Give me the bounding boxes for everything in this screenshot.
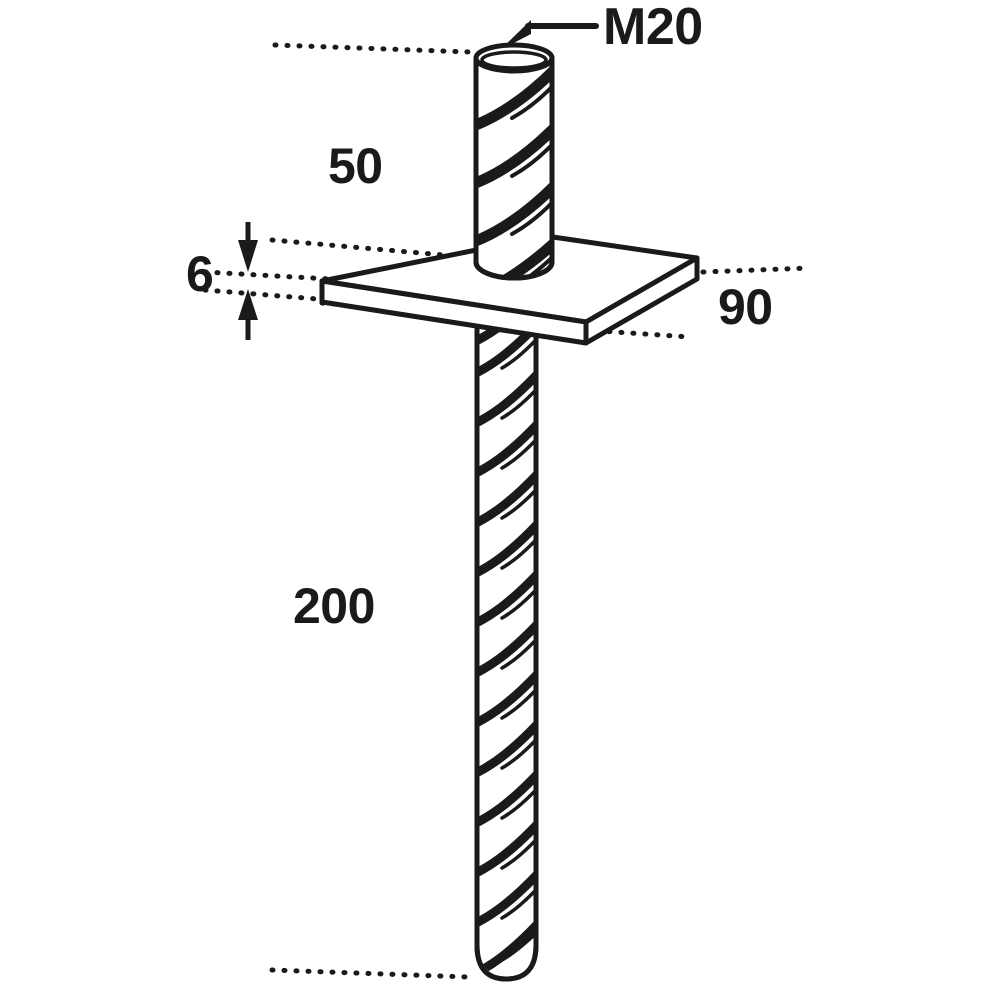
dim-6-arrows: [238, 222, 258, 340]
extension-line-plate-top: [269, 237, 481, 261]
extension-line-bottom: [269, 967, 471, 980]
thread-hatch-lower: [479, 262, 534, 976]
threaded-rod-upper: [473, 42, 555, 281]
m20-leader: [500, 20, 599, 50]
arrow-down-icon: [238, 240, 258, 272]
dimension-label-plate-thickness: 6: [186, 246, 214, 302]
extension-line-90-upper: [700, 265, 813, 275]
m20-leader-arrow-icon: [500, 20, 531, 50]
dimension-label-thread-spec: M20: [603, 0, 703, 56]
extension-line-6-upper: [202, 269, 333, 282]
extension-line-top: [272, 42, 473, 55]
threaded-rod-lower: [474, 259, 539, 982]
thread-hatch-upper: [478, 58, 550, 277]
dimension-label-upper-length: 50: [328, 138, 383, 194]
rod-top-face: [473, 42, 555, 74]
extension-line-6-lower: [202, 287, 333, 303]
arrow-up-icon: [238, 289, 258, 320]
dimension-label-plate-width: 90: [718, 279, 773, 335]
rod-top-inner-ellipse: [480, 50, 548, 70]
dimension-label-lower-length: 200: [293, 578, 375, 634]
